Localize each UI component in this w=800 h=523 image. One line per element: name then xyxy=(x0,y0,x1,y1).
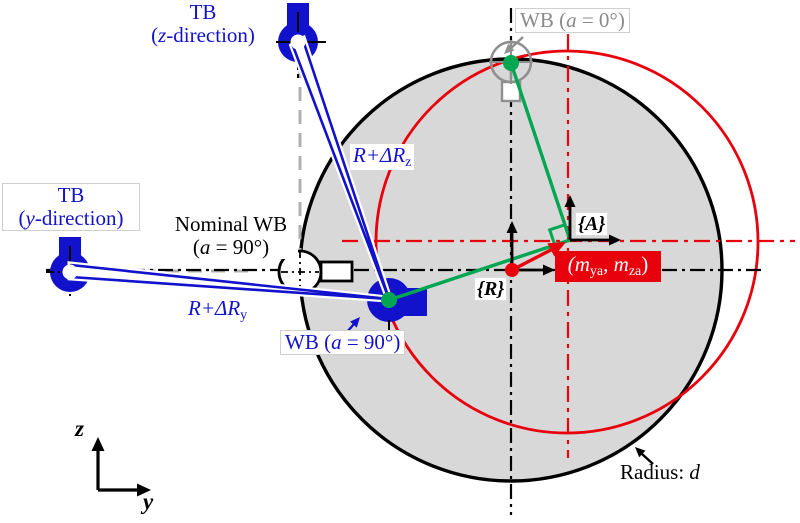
nominal-wb-symbol xyxy=(277,249,354,295)
wb-90-label: WB (a = 90°) xyxy=(280,330,406,356)
axis-z-label: z xyxy=(75,416,84,441)
frame-a-label: {A} xyxy=(575,212,609,236)
nominal-center-dot xyxy=(505,263,519,277)
tb-y-label: TB (y-direction) xyxy=(2,183,140,232)
frame-a-axes xyxy=(564,195,621,246)
wb-90-center-dot xyxy=(381,292,397,308)
wb-0-center-dot xyxy=(503,55,519,71)
wb-0-pointer-arrow xyxy=(504,36,524,54)
axis-y-label: y xyxy=(143,489,154,514)
r-delta-y-label: R+ΔRy xyxy=(185,296,251,324)
tb-z-label: TB (z-direction) xyxy=(130,0,276,48)
wb-0-label: WB (a = 0°) xyxy=(515,8,630,34)
measured-center-label: (mya, mza) xyxy=(555,251,661,282)
tb-z-hole xyxy=(290,34,306,50)
offset-arrow xyxy=(511,242,566,272)
radius-label: Radius: d xyxy=(620,460,700,484)
frame-r-label: {R} xyxy=(474,277,508,301)
tb-y-hole xyxy=(62,264,78,280)
r-delta-z-label: R+ΔRz xyxy=(350,143,415,171)
radius-pointer-arrow xyxy=(635,447,654,465)
nominal-wb-label: Nominal WB (a = 90°) xyxy=(164,212,298,260)
coordinate-axes xyxy=(91,437,151,497)
